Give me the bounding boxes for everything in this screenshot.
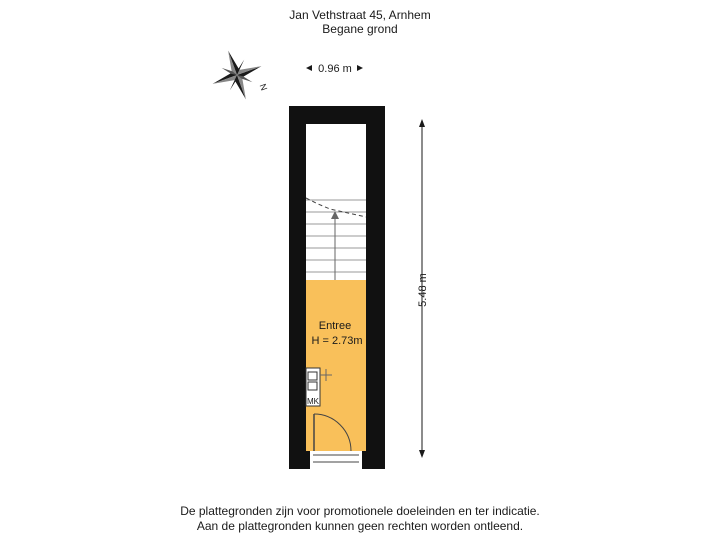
staircase bbox=[305, 197, 367, 280]
plan-floor-name: Begane grond bbox=[322, 22, 398, 36]
length-dimension: 5.48 m bbox=[417, 119, 429, 458]
entrance-door bbox=[310, 413, 362, 469]
width-dimension-label: 0.96 m bbox=[318, 63, 352, 75]
plan-address: Jan Vethstraat 45, Arnhem bbox=[289, 8, 431, 22]
width-dimension: 0.96 m bbox=[306, 63, 363, 75]
room-entree bbox=[306, 280, 366, 451]
length-dimension-label: 5.48 m bbox=[417, 273, 429, 307]
meter-cupboard-label: MK bbox=[307, 397, 320, 406]
meter-cupboard: MK bbox=[305, 367, 332, 407]
disclaimer-line-1: De plattegronden zijn voor promotionele … bbox=[180, 504, 540, 518]
room-entree-name: Entree bbox=[319, 320, 351, 332]
compass-rose-icon: N bbox=[212, 50, 270, 100]
compass-north-label: N bbox=[258, 82, 270, 92]
disclaimer-line-2: Aan de plattegronden kunnen geen rechten… bbox=[196, 519, 524, 533]
room-entree-height: H = 2.73m bbox=[311, 335, 362, 347]
